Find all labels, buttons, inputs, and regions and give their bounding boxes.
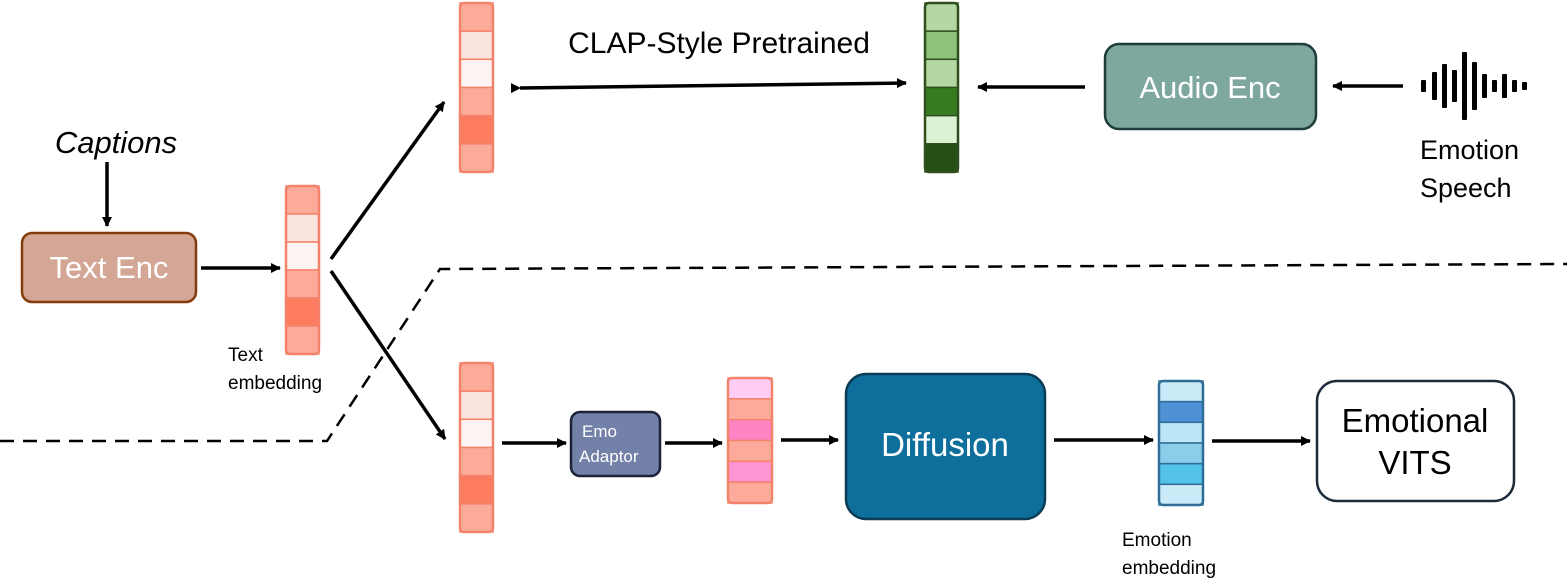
embedding-cell <box>727 481 773 504</box>
embedding-cell <box>285 185 320 215</box>
embedding-cell <box>727 398 773 421</box>
embedding-outline <box>726 376 774 505</box>
embedding-to-top-arrow <box>329 100 446 261</box>
emotion-speech-label-line1: Emotion <box>1420 135 1519 165</box>
embedding-outline <box>284 184 321 356</box>
text-enc-label: Text Enc <box>50 250 169 285</box>
embedding-cell <box>459 474 494 505</box>
embedding-cell <box>924 58 959 89</box>
adapted-embedding-vector <box>726 376 774 505</box>
audio-enc-block: Audio Enc <box>1103 42 1318 131</box>
embedding-cell <box>1158 400 1204 424</box>
embedding-cell <box>727 377 773 400</box>
embedding-cell <box>459 390 494 421</box>
embedding-outline <box>923 1 960 174</box>
embedding-cell <box>459 143 494 173</box>
audio-embedding-vector <box>923 1 960 174</box>
embedding-cell <box>924 143 959 173</box>
captions-label: Captions <box>55 125 177 160</box>
embedding-cell <box>459 362 494 392</box>
embedding-cell <box>459 446 494 477</box>
clap-style-label: CLAP-Style Pretrained <box>568 27 870 60</box>
embedding-cell <box>924 86 959 117</box>
text-embedding-label-line2: embedding <box>228 373 322 394</box>
diffusion-label: Diffusion <box>881 426 1009 463</box>
emotion-speech-label-line2: Speech <box>1420 173 1512 203</box>
embedding-cell <box>285 241 320 271</box>
waveform-icon <box>1421 52 1527 120</box>
audio-enc-label: Audio Enc <box>1139 70 1280 105</box>
embedding-cell <box>459 58 494 89</box>
embedding-cell <box>459 114 494 145</box>
emo-adaptor-block: Emo Adaptor <box>569 410 662 478</box>
embedding-cell <box>459 30 494 61</box>
embedding-cell <box>727 439 773 463</box>
embedding-cell <box>924 30 959 61</box>
embedding-cell <box>459 86 494 117</box>
embedding-cell <box>1158 442 1204 465</box>
embedding-cell <box>285 325 320 355</box>
text-embedding-label-line1: Text <box>228 345 264 366</box>
embedding-cell <box>285 213 320 243</box>
emo-adaptor-label-line1: Emo <box>582 422 617 441</box>
embedding-cell <box>1158 462 1204 486</box>
embedding-cell <box>1158 483 1204 506</box>
emotion-embedding-label-line1: Emotion <box>1122 530 1192 551</box>
diffusion-block: Diffusion <box>844 372 1047 521</box>
embedding-cell <box>1158 421 1204 444</box>
embedding-cell <box>285 297 320 327</box>
top-text-embedding-vector <box>458 1 495 174</box>
embedding-outline <box>458 1 495 174</box>
embedding-cell <box>459 2 494 32</box>
embedding-outline <box>458 361 495 534</box>
embedding-cell <box>459 418 494 449</box>
bottom-text-embedding-vector <box>458 361 495 534</box>
clap-double-arrow <box>510 78 907 94</box>
emotion-embedding-vector <box>1157 379 1205 507</box>
embedding-to-bottom-arrow <box>329 270 447 440</box>
text-embedding-vector <box>284 184 321 356</box>
vits-label-line1: Emotional <box>1342 402 1489 439</box>
embedding-cell <box>459 503 494 533</box>
dashed-separator <box>0 262 1567 443</box>
embedding-cell <box>727 460 773 483</box>
emo-adaptor-label-line2: Adaptor <box>579 447 639 466</box>
emotion-embedding-label-line2: embedding <box>1122 558 1216 579</box>
embedding-outline <box>1157 379 1205 507</box>
embedding-cell <box>924 2 959 32</box>
vits-label-line2: VITS <box>1378 444 1451 481</box>
embedding-cell <box>285 269 320 299</box>
embedding-cell <box>727 418 773 442</box>
embedding-cell <box>1158 380 1204 403</box>
emotional-vits-block: Emotional VITS <box>1315 379 1516 503</box>
text-enc-block: Text Enc <box>20 231 198 304</box>
embedding-cell <box>924 114 959 145</box>
